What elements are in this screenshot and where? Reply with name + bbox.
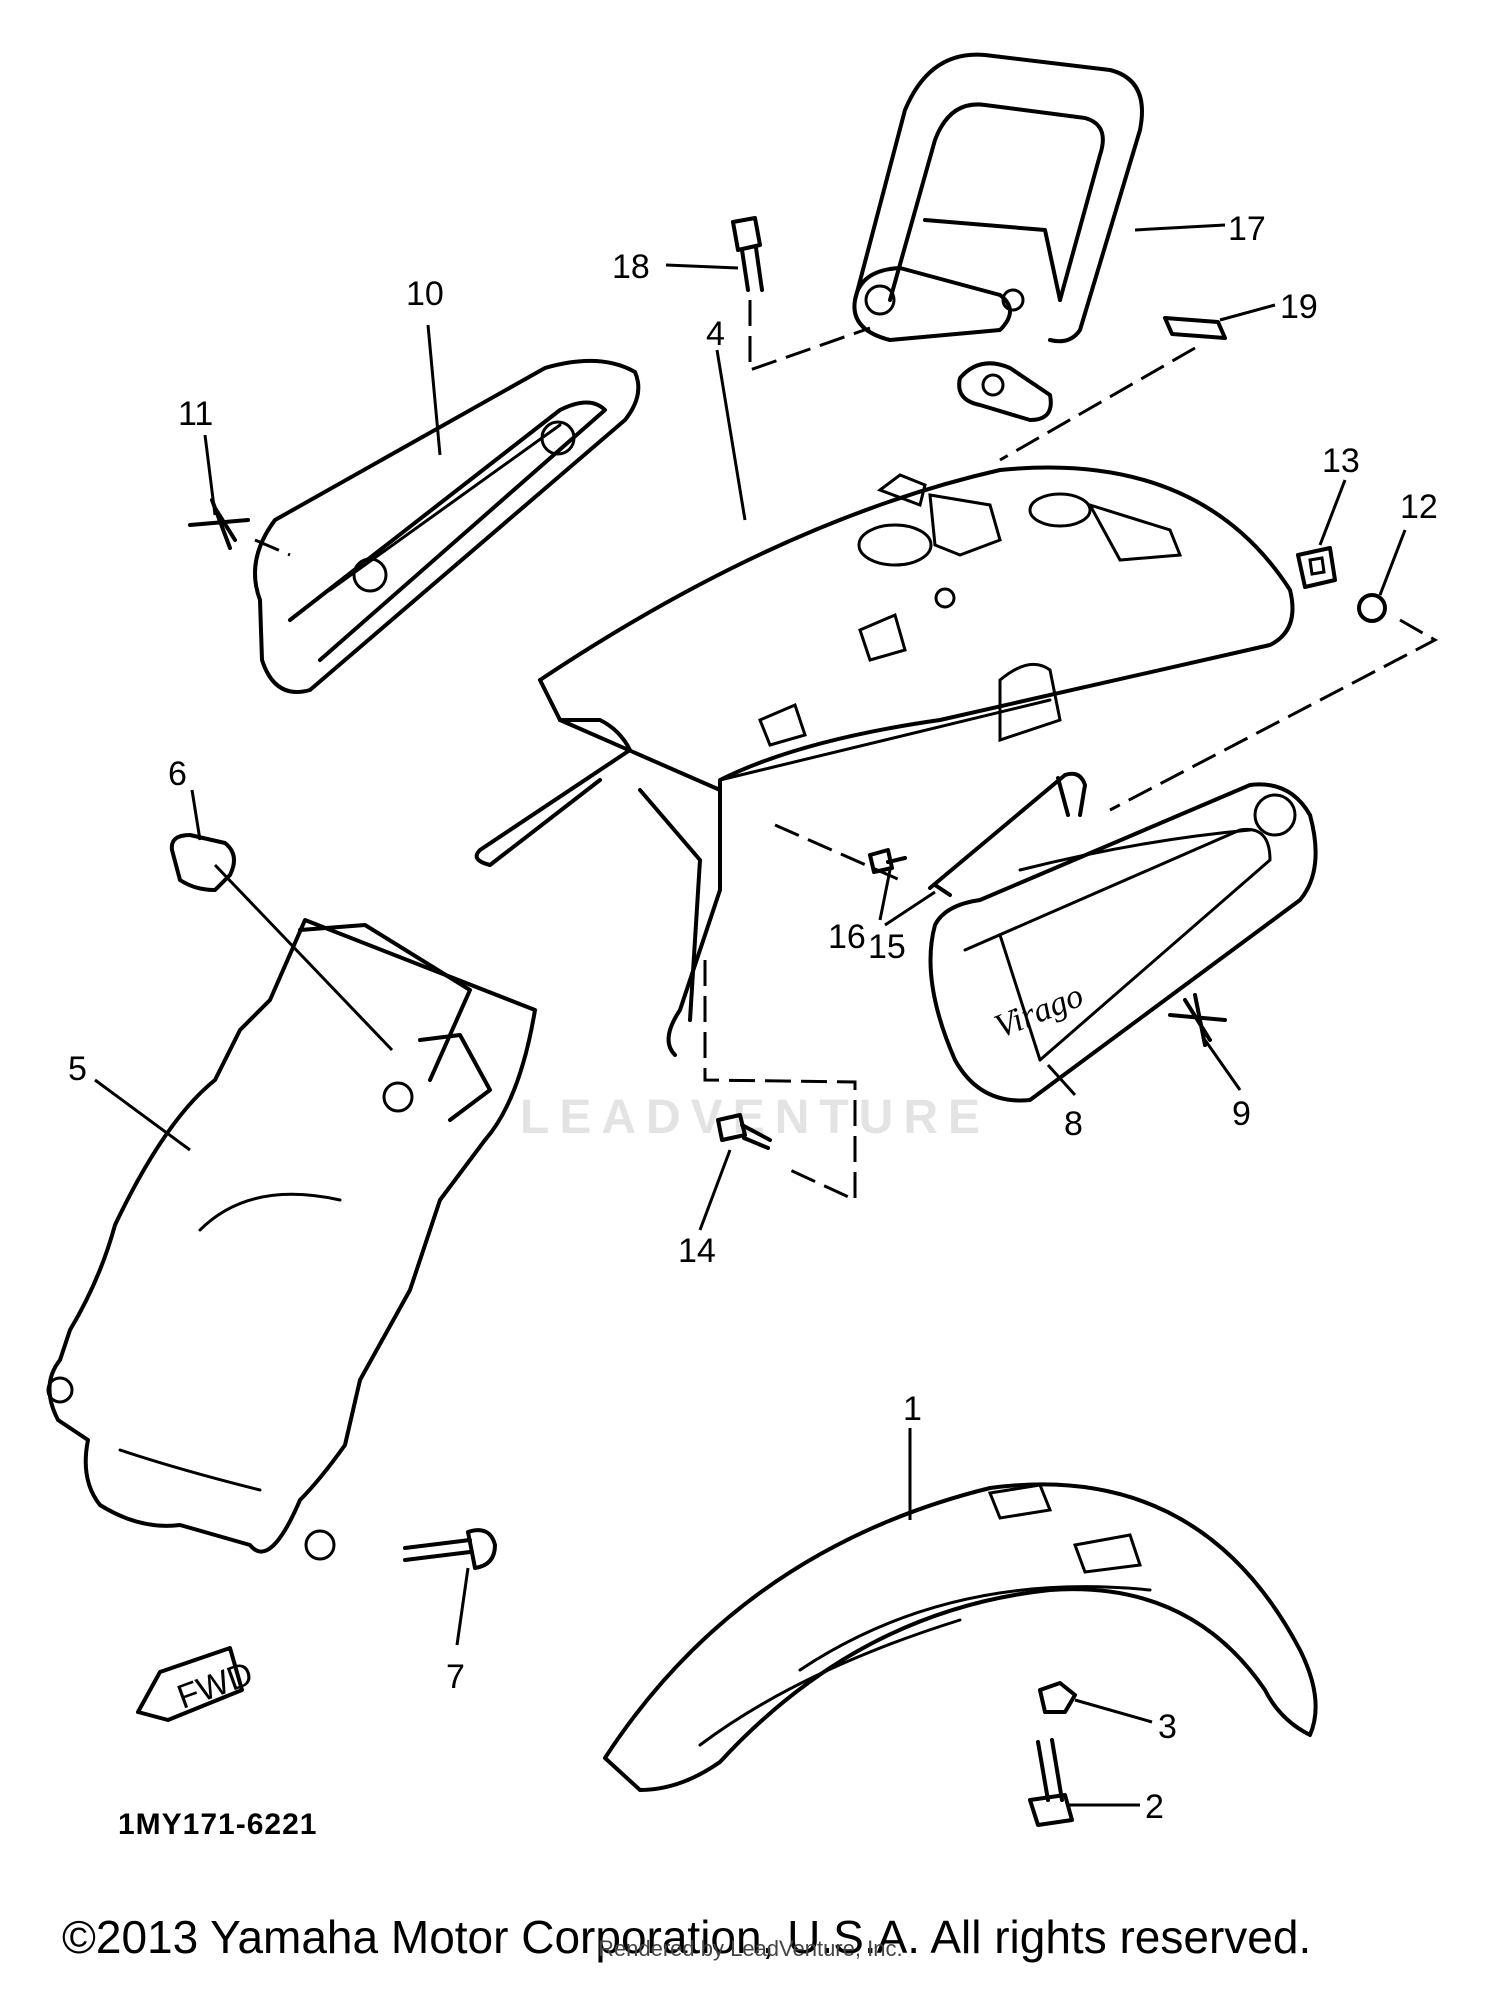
side-rail-left-part (253, 358, 641, 694)
bolt-2-part (1028, 1738, 1074, 1827)
callout-7: 7 (446, 1658, 465, 1696)
bolt-7-part (403, 1528, 497, 1570)
callout-3: 3 (1158, 1708, 1177, 1746)
nut-3-part (1038, 1681, 1077, 1714)
inner-fender-part (46, 918, 537, 1561)
rendered-by-note: Rendered by LeadVenture, Inc. (598, 1936, 903, 1961)
callout-10: 10 (406, 275, 444, 313)
callout-14: 14 (678, 1232, 716, 1270)
clip-9-part (1168, 993, 1227, 1047)
callout-4: 4 (706, 315, 725, 353)
callout-19: 19 (1280, 288, 1318, 326)
fwd-arrow-icon: FWD (136, 1646, 258, 1722)
copyright-notice: ©2013 Yamaha Motor Corporation, U.S.A. A… (62, 1911, 1312, 1963)
callout-13: 13 (1322, 442, 1360, 480)
bracket-15-part (928, 771, 1087, 897)
emblem-19-part (999, 316, 1227, 462)
callout-9: 9 (1232, 1095, 1251, 1133)
bolt-14-part (703, 960, 857, 1203)
side-rail-right-part (928, 782, 1318, 1103)
callout-1: 1 (903, 1390, 922, 1428)
leader-lines (94, 223, 1407, 1807)
rear-fender-part (474, 465, 1295, 1057)
callout-8: 8 (1064, 1105, 1083, 1143)
callout-12: 12 (1400, 488, 1438, 526)
callout-11: 11 (178, 395, 213, 433)
callout-numbers: 1 2 3 4 5 6 7 8 9 10 11 12 13 14 15 16 1… (68, 210, 1438, 1826)
bolt-16-part (774, 823, 907, 882)
clip-11-part (188, 498, 291, 557)
callout-17: 17 (1228, 210, 1266, 248)
watermark-text: LEADVENTURE (520, 1091, 991, 1144)
emblem-text: Virago (989, 977, 1088, 1046)
callout-2: 2 (1145, 1788, 1164, 1826)
bolt-18-part (731, 216, 871, 373)
nut-13-part (1296, 546, 1337, 589)
callout-15: 15 (868, 928, 906, 966)
front-fender-part (603, 1482, 1318, 1792)
nut-12-part (1109, 593, 1439, 812)
callout-16: 16 (828, 918, 866, 956)
part-code-label: 1MY171-6221 (118, 1808, 318, 1841)
callout-6: 6 (168, 755, 187, 793)
callout-5: 5 (68, 1050, 87, 1088)
grab-bar-part (852, 52, 1144, 422)
callout-18: 18 (612, 248, 650, 286)
grommet-6-part (169, 833, 394, 1052)
